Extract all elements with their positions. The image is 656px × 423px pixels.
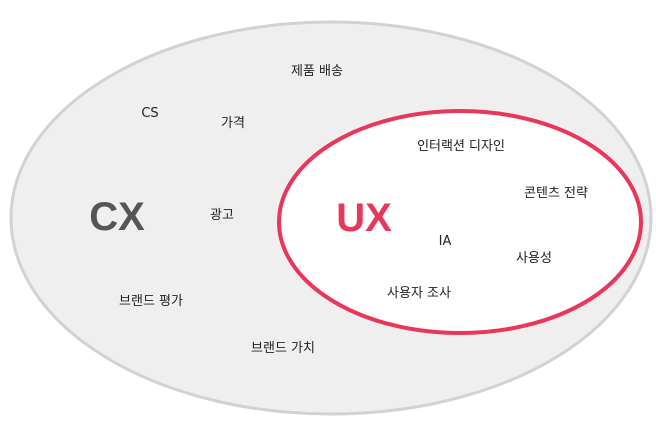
cx-title: CX <box>89 195 145 239</box>
cx-item-product-delivery: 제품 배송 <box>291 64 343 79</box>
cx-item-brand-evaluation: 브랜드 평가 <box>119 294 183 309</box>
ux-item-user-research: 사용자 조사 <box>387 286 451 301</box>
ux-item-content-strategy: 콘텐츠 전략 <box>524 186 588 201</box>
cx-item-price: 가격 <box>221 116 245 131</box>
cx-item-cs: CS <box>141 106 158 121</box>
cx-item-advertising: 광고 <box>210 208 234 223</box>
ux-item-usability: 사용성 <box>516 251 552 266</box>
ux-ellipse <box>277 109 643 335</box>
ux-item-ia: IA <box>439 234 452 249</box>
ux-item-interaction-design: 인터랙션 디자인 <box>417 139 505 154</box>
ux-title: UX <box>336 196 392 240</box>
cx-item-brand-value: 브랜드 가치 <box>251 341 315 356</box>
